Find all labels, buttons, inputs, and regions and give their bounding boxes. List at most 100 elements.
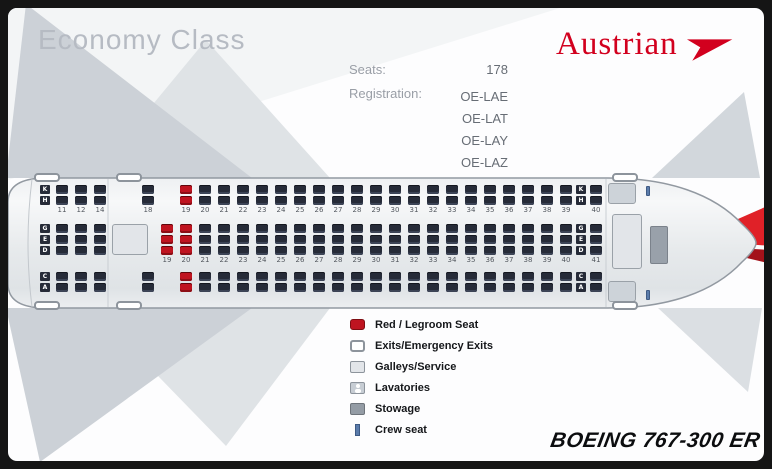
seat-12A xyxy=(75,283,87,292)
seat-20K xyxy=(199,185,211,194)
seat-38C xyxy=(541,272,553,281)
row-number-40: 40 xyxy=(561,256,571,264)
seat-21H xyxy=(218,196,230,205)
seat-11C xyxy=(56,272,68,281)
seat-29A xyxy=(370,283,382,292)
seat-41D xyxy=(590,246,602,255)
row-number-20: 20 xyxy=(181,256,191,264)
seat-19A xyxy=(180,283,192,292)
seat-31E xyxy=(389,235,401,244)
galley-marker xyxy=(612,214,642,269)
exit-marker xyxy=(34,173,60,182)
seat-20A xyxy=(199,283,211,292)
seat-letter-H: H xyxy=(576,196,586,205)
seat-31G xyxy=(389,224,401,233)
row-number-24: 24 xyxy=(276,206,286,214)
seat-18A xyxy=(142,283,154,292)
legend-item-exit: Exits/Emergency Exits xyxy=(350,335,493,356)
seat-12E xyxy=(75,235,87,244)
row-number-34: 34 xyxy=(447,256,457,264)
seat-19E xyxy=(161,235,173,244)
exit-marker xyxy=(116,301,142,310)
seat-27A xyxy=(332,283,344,292)
row-number-31: 31 xyxy=(409,206,419,214)
seat-14H xyxy=(94,196,106,205)
seat-22C xyxy=(237,272,249,281)
seat-24D xyxy=(256,246,268,255)
legend-label: Exits/Emergency Exits xyxy=(375,339,494,352)
seat-37H xyxy=(522,196,534,205)
aircraft-graphic xyxy=(8,8,764,461)
seat-27D xyxy=(313,246,325,255)
legend-label: Galleys/Service xyxy=(375,360,457,373)
seat-39C xyxy=(560,272,572,281)
seat-21K xyxy=(218,185,230,194)
seat-24H xyxy=(275,196,287,205)
row-number-22: 22 xyxy=(238,206,248,214)
crew-icon xyxy=(355,423,360,436)
seat-24A xyxy=(275,283,287,292)
row-number-18: 18 xyxy=(143,206,153,214)
seat-letter-A: A xyxy=(40,283,50,292)
seat-33K xyxy=(446,185,458,194)
seats-label: Seats: xyxy=(349,62,386,77)
seat-11H xyxy=(56,196,68,205)
seat-24E xyxy=(256,235,268,244)
seat-30E xyxy=(370,235,382,244)
seat-40H xyxy=(590,196,602,205)
seat-25H xyxy=(294,196,306,205)
legend-item-stowage: Stowage xyxy=(350,398,493,419)
seat-letter-G: G xyxy=(576,224,586,233)
seat-25K xyxy=(294,185,306,194)
seat-27C xyxy=(332,272,344,281)
seat-23C xyxy=(256,272,268,281)
seat-18C xyxy=(142,272,154,281)
seat-letter-H: H xyxy=(40,196,50,205)
seat-32H xyxy=(427,196,439,205)
row-number-29: 29 xyxy=(371,206,381,214)
seat-32E xyxy=(408,235,420,244)
seat-35C xyxy=(484,272,496,281)
seat-letter-C: C xyxy=(576,272,586,281)
seat-39A xyxy=(560,283,572,292)
seat-34K xyxy=(465,185,477,194)
lavatory-icon xyxy=(350,381,365,394)
row-number-37: 37 xyxy=(523,206,533,214)
stowage-marker xyxy=(650,226,668,264)
exit-marker xyxy=(612,173,638,182)
seat-36A xyxy=(503,283,515,292)
seat-14A xyxy=(94,283,106,292)
stowage-icon xyxy=(350,402,365,415)
exit-marker xyxy=(34,301,60,310)
seat-19D xyxy=(161,246,173,255)
row-number-37: 37 xyxy=(504,256,514,264)
row-number-35: 35 xyxy=(485,206,495,214)
seat-39D xyxy=(541,246,553,255)
seat-38A xyxy=(541,283,553,292)
seat-34E xyxy=(446,235,458,244)
registration-value: OE-LAZ xyxy=(461,155,508,170)
brand-arrow-icon xyxy=(686,38,732,61)
row-number-23: 23 xyxy=(238,256,248,264)
seat-23H xyxy=(256,196,268,205)
seat-40D xyxy=(560,246,572,255)
seat-23A xyxy=(256,283,268,292)
seat-letter-C: C xyxy=(40,272,50,281)
lavatory-marker xyxy=(608,183,636,204)
row-number-22: 22 xyxy=(219,256,229,264)
seat-20D xyxy=(180,246,192,255)
seat-22K xyxy=(237,185,249,194)
seat-35D xyxy=(465,246,477,255)
seat-32G xyxy=(408,224,420,233)
seat-28G xyxy=(332,224,344,233)
seat-21C xyxy=(218,272,230,281)
seat-31A xyxy=(408,283,420,292)
row-number-14: 14 xyxy=(95,206,105,214)
seat-36K xyxy=(503,185,515,194)
seat-19C xyxy=(180,272,192,281)
seat-26C xyxy=(313,272,325,281)
registration-value: OE-LAY xyxy=(461,133,508,148)
row-number-28: 28 xyxy=(333,256,343,264)
seat-25E xyxy=(275,235,287,244)
